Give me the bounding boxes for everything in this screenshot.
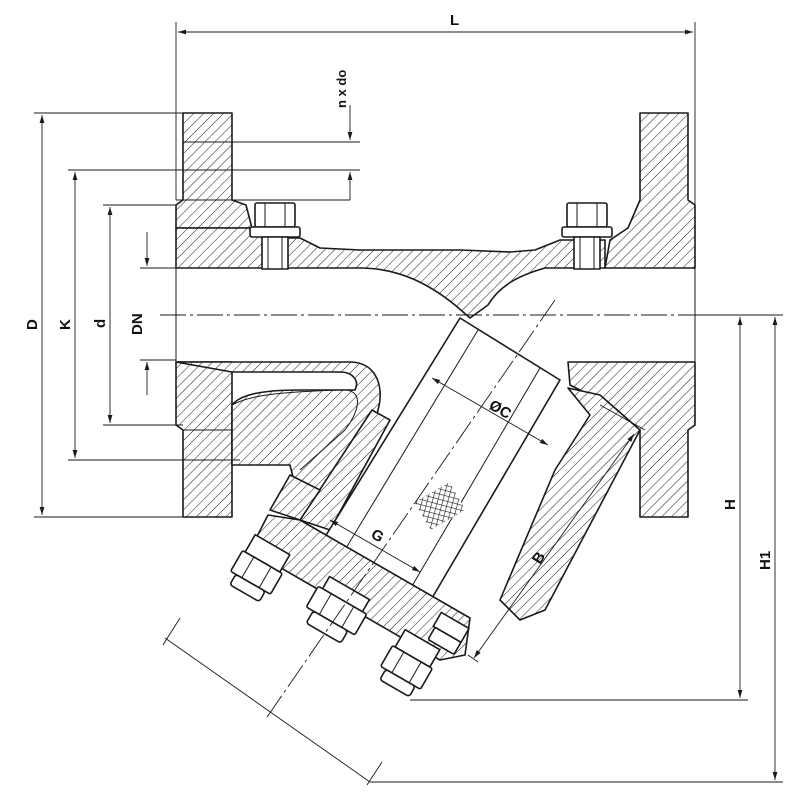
body-lower-wall [175, 361, 381, 506]
cover-bolt-left [230, 533, 291, 602]
label-L: L [450, 12, 459, 29]
cover-drain-plug [306, 575, 371, 643]
right-flange-upper [604, 112, 696, 269]
strainer-axis [264, 299, 556, 721]
top-right-plug [561, 202, 613, 270]
cover-bolt-upper-right [427, 611, 470, 655]
screen-mesh-detail [414, 482, 466, 530]
removal-clearance [162, 617, 383, 786]
leg-flange [269, 474, 321, 521]
label-DN: DN [129, 313, 146, 335]
dimension-L: L [175, 12, 696, 205]
cover-bolt-right [380, 628, 441, 697]
dimension-DN: DN [129, 232, 176, 395]
left-flange-lower [175, 361, 233, 518]
label-H: H [722, 499, 739, 510]
label-d: d [92, 319, 109, 328]
label-D: D [24, 319, 41, 330]
dimension-d: d [92, 204, 183, 426]
top-left-plug [249, 202, 301, 270]
body-upper-wall [175, 227, 606, 319]
label-K: K [57, 319, 74, 330]
label-n-x-do: n x do [334, 70, 349, 108]
label-H1: H1 [757, 551, 774, 570]
dimension-H1: H1 [370, 314, 783, 783]
dimension-n-x-do: n x do [176, 70, 360, 201]
dimension-D: D [24, 112, 183, 518]
dimension-K: K [57, 169, 240, 461]
